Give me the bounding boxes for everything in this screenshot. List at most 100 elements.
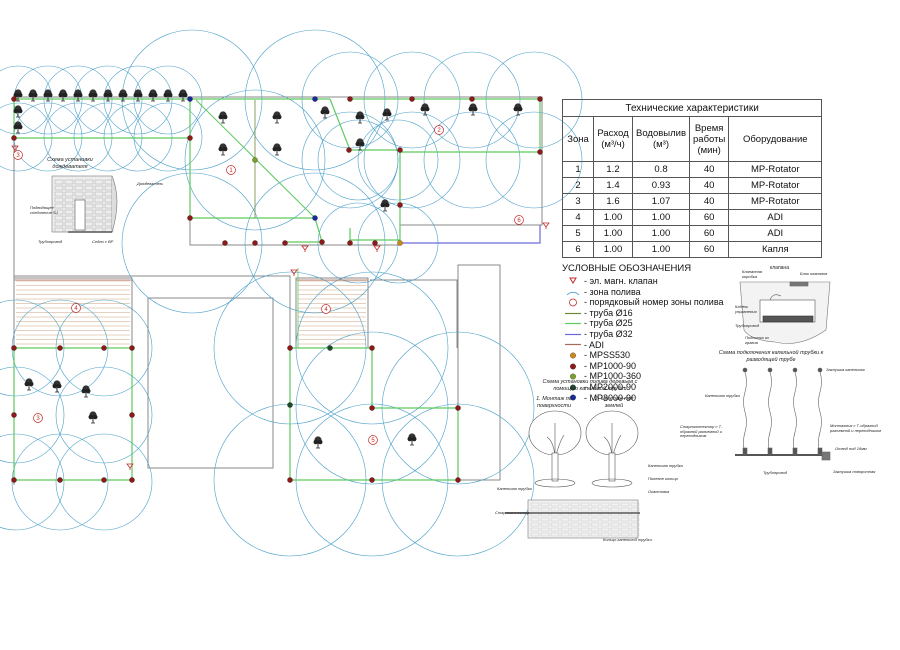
spray-arc: [55, 366, 153, 464]
tree-crown: [359, 114, 365, 120]
tree-crown: [103, 92, 109, 98]
tree-icon: [178, 89, 188, 102]
tree-icon: [118, 89, 128, 102]
sprinkler-head: [11, 477, 17, 483]
sprinkler-label: Трубопровод: [38, 239, 63, 244]
zone-number-label: 4: [74, 306, 78, 312]
ground-texture: [530, 532, 540, 537]
sprinkler-head: [397, 240, 403, 246]
ground-texture: [600, 527, 610, 532]
sprinkler-head: [312, 215, 318, 221]
dot-icon: [570, 394, 576, 401]
zone-number-circle: [434, 125, 444, 135]
legend-item: - труба Ø32: [562, 329, 724, 340]
zone-number-label: 1: [229, 168, 233, 174]
spray-arc: [184, 89, 326, 231]
sprinkler-label: Дождеватель: [137, 181, 164, 186]
sprinkler-head: [469, 96, 475, 102]
drip-label: Заглушка капельная: [826, 367, 865, 372]
paving: [54, 209, 64, 215]
zone-number: 6: [514, 215, 524, 225]
ground-texture: [580, 532, 590, 537]
sprinkler-head: [409, 96, 415, 102]
ground-texture: [560, 507, 570, 512]
ground-texture: [620, 517, 630, 522]
legend-item: - MP1000-360: [562, 371, 724, 382]
valves: [11, 145, 550, 470]
tree-crown: [13, 124, 19, 130]
valve-shape: [290, 269, 298, 275]
sprinkler-head: [369, 405, 375, 411]
paving: [84, 185, 94, 191]
paving: [54, 185, 64, 191]
sprinkler-head: [252, 240, 258, 246]
legend-item: - порядковый номер зоны полива: [562, 297, 724, 308]
tree-icon: [58, 89, 68, 102]
sprinkler-head: [287, 345, 293, 351]
valve-lid: [789, 281, 809, 287]
legend-label: - труба Ø32: [584, 328, 633, 339]
ground-texture: [540, 532, 550, 537]
drip-label: Заглушка поворотная: [833, 469, 876, 474]
tree-crown: [382, 111, 388, 117]
ground-texture: [620, 502, 630, 507]
number-icon: [569, 298, 577, 307]
sprinkler-head: [11, 135, 17, 141]
tree-crown: [17, 92, 23, 98]
tree-detail: [528, 410, 582, 488]
valve-icon: [542, 222, 550, 229]
tree-icon: [382, 108, 392, 121]
ground-texture: [590, 532, 600, 537]
col-equipment: Оборудование: [728, 116, 823, 162]
spray-arc: [423, 111, 521, 209]
valve-icon: [301, 245, 309, 252]
drip-label: Монтажник с Т-образной разъемной и перех…: [830, 423, 881, 433]
ground-texture: [600, 522, 610, 527]
paving: [74, 185, 84, 191]
zone-number-label: 4: [324, 307, 328, 313]
tree-label: Кольцо капельной трубки: [603, 537, 652, 542]
spray-arc: [363, 111, 461, 209]
valve-box-label: Кабель управления: [735, 304, 757, 314]
drip-connector: [767, 447, 773, 455]
drip-cap: [817, 367, 823, 373]
tree-crown: [313, 439, 319, 445]
tree-icon: [81, 385, 91, 398]
spray-arc: [357, 119, 439, 201]
paving: [94, 215, 104, 221]
spray-arc: [43, 65, 113, 135]
tree-crown: [17, 124, 23, 130]
paving: [94, 209, 104, 215]
zone-number: 1: [226, 165, 236, 175]
ground-texture: [530, 502, 540, 507]
tree-icon: [13, 105, 23, 118]
ground-texture: [590, 502, 600, 507]
col-flow: Расход (м³/ч): [593, 116, 633, 162]
paving: [94, 203, 104, 209]
tree-crown: [324, 109, 330, 115]
tree-icon: [13, 89, 23, 102]
ground-texture: [540, 502, 550, 507]
ground-texture: [570, 532, 580, 537]
ground-texture: [630, 517, 640, 522]
tree-crown: [407, 436, 413, 442]
table-caption: Технические характеристики: [561, 99, 823, 117]
tree-crown: [272, 146, 278, 152]
tree-crown: [107, 92, 113, 98]
tree-crown: [276, 114, 282, 120]
ground-texture: [570, 527, 580, 532]
tree-icon: [272, 111, 282, 124]
sprinkler-head: [347, 96, 353, 102]
ground-texture: [570, 507, 580, 512]
tree-label: Окантовка: [648, 489, 670, 494]
zone-number-label: 3: [16, 153, 20, 159]
zone-number-label: 5: [371, 438, 375, 444]
tree-crown: [355, 114, 361, 120]
sprinkler-head: [397, 147, 403, 153]
legend-items: - эл. магн. клапан- зона полива- порядко…: [562, 276, 724, 403]
legend-symbol: [562, 330, 584, 339]
zone-number: 4: [71, 303, 81, 313]
tree-crown: [182, 92, 188, 98]
zone-number-circle: [321, 304, 331, 314]
